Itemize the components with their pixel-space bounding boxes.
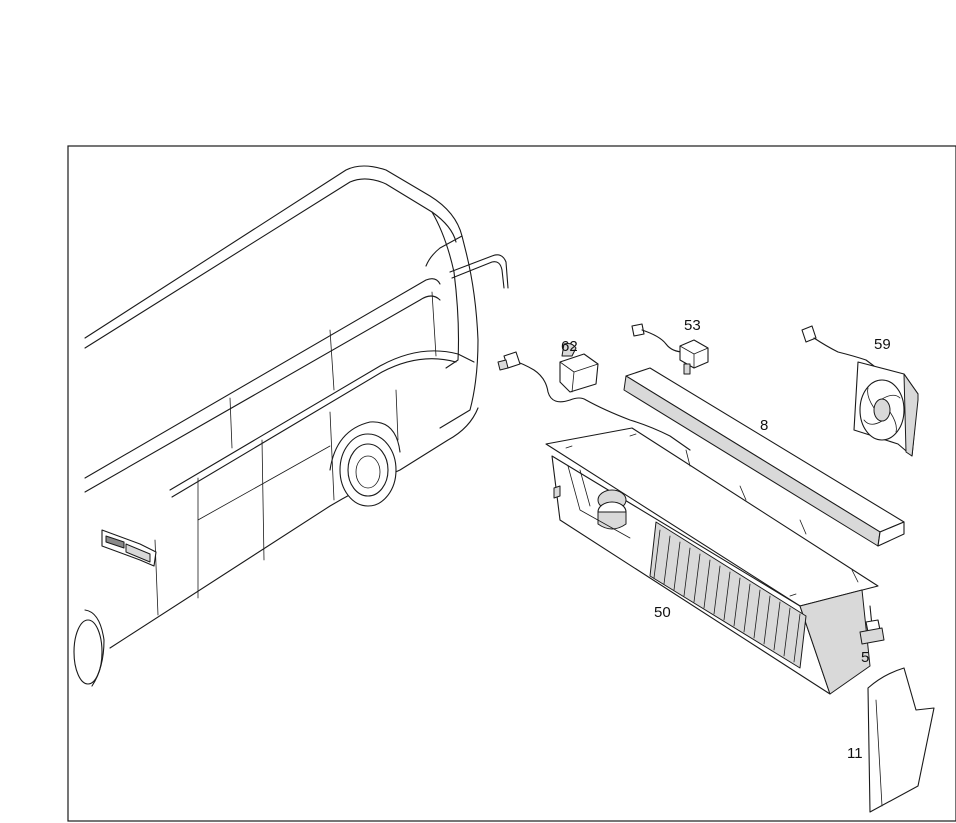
callout-50: 50	[654, 604, 671, 621]
callout-11: 11	[847, 745, 863, 762]
callout-5: 5	[861, 649, 869, 666]
part-62-control-module	[497, 343, 691, 451]
part-53-sensor	[631, 323, 709, 375]
part-5-screw	[859, 605, 885, 645]
bus-illustration	[73, 165, 509, 687]
callout-59: 59	[874, 336, 891, 353]
bus-side-vent	[101, 529, 157, 567]
filter-grille-lines	[653, 529, 801, 663]
callout-62: 62	[561, 338, 578, 355]
diagram-frame	[67, 145, 956, 822]
callout-8: 8	[760, 417, 768, 434]
callout-53: 53	[684, 317, 701, 334]
part-11-side-panel	[867, 667, 935, 813]
part-8-cover-strip	[623, 367, 905, 547]
part-50-heater-unit	[545, 427, 879, 695]
part-59-fan	[801, 325, 919, 457]
